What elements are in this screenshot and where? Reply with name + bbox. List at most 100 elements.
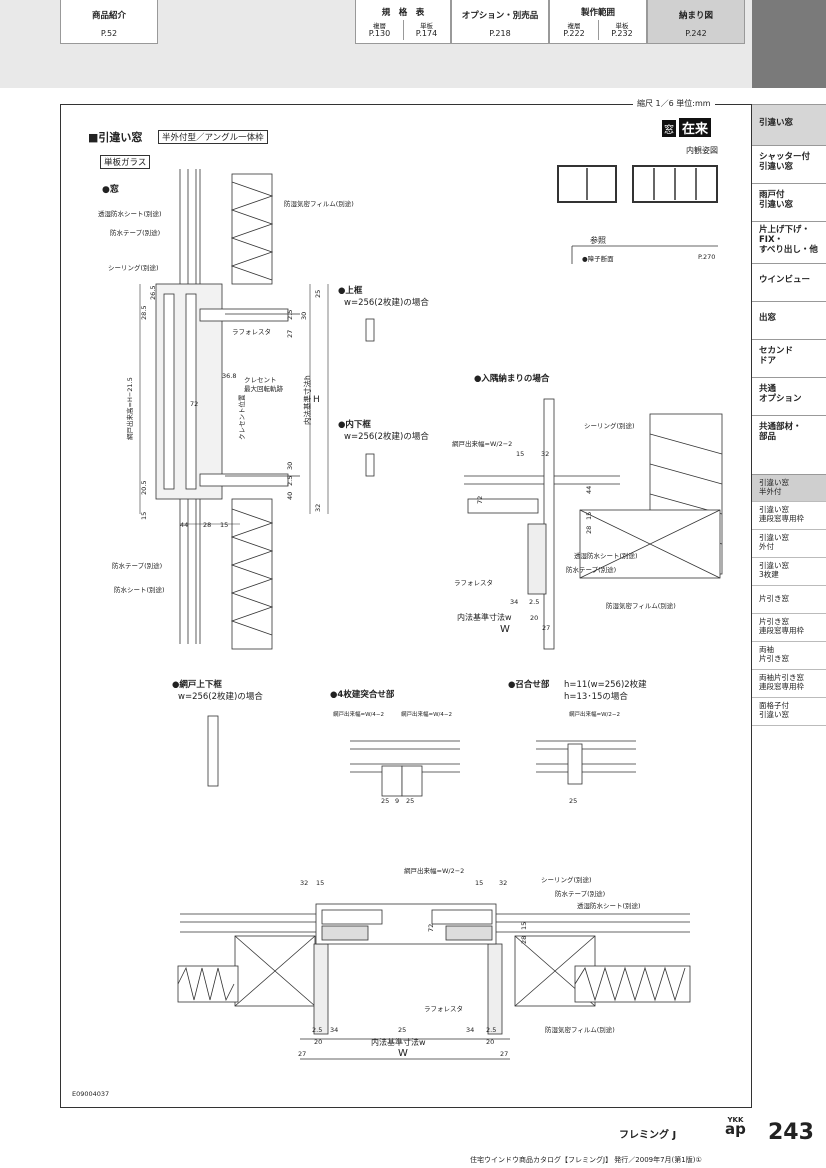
reference-label: 参照 <box>590 236 606 245</box>
publication-note: 住宅ウインドウ商品カタログ【フレミングJ】 発行／2009年7月(第1版)① <box>470 1156 702 1164</box>
screen-frame-cond: w=256(2枚建)の場合 <box>178 692 263 702</box>
corner-dim: 20 <box>530 614 539 622</box>
bottom-dim: 15 <box>316 879 325 887</box>
sidebar-item-shutter-window[interactable]: シャッター付 引違い窓 <box>752 146 826 184</box>
label-sealing: シーリング(別途) <box>108 264 159 272</box>
bottom-dim: 34 <box>466 1026 475 1034</box>
dim: 72 <box>190 400 199 408</box>
corner-dim: 72 <box>476 495 484 504</box>
sidebar-sub-label: 片引き窓 連段窓専用枠 <box>759 617 804 635</box>
bottom-dim: 72 <box>427 923 435 932</box>
page-number: 243 <box>768 1120 814 1145</box>
corner-dim: 15 <box>516 450 525 458</box>
reference-page[interactable]: P.270 <box>698 253 716 261</box>
corner-label-laforesta: ラフォレスタ <box>454 579 493 587</box>
label-screen-height: 網戸出来高=H−21.5 <box>126 377 134 440</box>
label-vapor-film: 防湿気密フィルム(別途) <box>284 200 354 208</box>
sidebar-item-second-door[interactable]: セカンド ドア <box>752 340 826 378</box>
footer-brand: フレミング J <box>619 1130 677 1141</box>
drawing-frame <box>60 104 752 1108</box>
reference-item[interactable]: ●障子断面 <box>582 255 614 263</box>
sidebar-sub-exterior[interactable]: 引違い窓 外付 <box>752 530 826 558</box>
corner-inner-width: 内法基準寸法w <box>457 613 512 622</box>
dim: 15 <box>140 511 148 520</box>
tab-production-range[interactable]: 製作範囲 複層 単板 P.222 P.232 <box>549 0 647 44</box>
tab-sub-double: 複層 <box>567 22 581 30</box>
label-waterproof-tape: 防水テープ(別途) <box>110 229 161 237</box>
bottom-dim: 20 <box>486 1038 495 1046</box>
corner-label-breathable-sheet: 透湿防水シート(別途) <box>574 552 638 560</box>
sidebar-sub-single-slide[interactable]: 片引き窓 <box>752 586 826 614</box>
bottom-dim: 28 <box>520 935 528 944</box>
sidebar-sub-three-panel[interactable]: 引違い窓 3枚建 <box>752 558 826 586</box>
tab-installation-drawings[interactable]: 納まり図 P.242 <box>647 0 745 44</box>
sidebar-nav: 引違い窓 シャッター付 引違い窓 雨戸付 引違い窓 片上げ下げ・ FIX・ すべ… <box>752 104 826 726</box>
dim: 32 <box>314 503 322 512</box>
sidebar-sub-semi-exterior[interactable]: 引違い窓 半外付 <box>752 474 826 502</box>
tab-product-intro[interactable]: 商品紹介 P.52 <box>60 0 158 44</box>
tab-title: 商品紹介 <box>91 11 126 21</box>
dim: 36.8 <box>222 372 237 380</box>
dim: 30 <box>300 311 308 320</box>
sidebar-sub-label: 両袖 片引き窓 <box>759 645 789 663</box>
sidebar-item-bay-window[interactable]: 出窓 <box>752 302 826 340</box>
glass-label-box: 単板ガラス <box>100 155 151 169</box>
bottom-label-waterproof-tape: 防水テープ(別途) <box>555 890 606 898</box>
label-waterproof-tape-2: 防水テープ(別途) <box>112 562 163 570</box>
sidebar-item-sliding-window[interactable]: 引違い窓 <box>752 104 826 146</box>
dim: 15 <box>220 521 229 529</box>
dim: 2.5 <box>286 475 294 486</box>
sidebar-item-label: 片上げ下げ・ FIX・ すべり出し・他 <box>759 225 818 255</box>
sidebar-item-common-parts[interactable]: 共通部材・ 部品 <box>752 416 826 474</box>
sidebar-sub-multi-frame[interactable]: 引違い窓 連段窓専用枠 <box>752 502 826 530</box>
upper-frame-title: ●上框 <box>338 286 363 296</box>
sidebar-sub-label: 引違い窓 3枚建 <box>759 561 789 579</box>
meeting-screen-width: 網戸出来幅=W/2−2 <box>569 712 621 718</box>
inner-lower-title: ●内下框 <box>338 420 371 430</box>
corner-label-sealing: シーリング(別途) <box>584 422 635 430</box>
sidebar-item-label: セカンド ドア <box>759 346 794 366</box>
tab-options[interactable]: オプション・別売品 P.218 <box>451 0 549 44</box>
dim: 30 <box>286 461 294 470</box>
tab-page: P.52 <box>100 29 118 38</box>
sidebar-sub-single-slide-multi[interactable]: 片引き窓 連段窓専用枠 <box>752 614 826 642</box>
four-panel-title: ●4枚建突合せ部 <box>330 690 395 700</box>
tab-page: P.130 <box>368 29 391 38</box>
label-laforesta: ラフォレスタ <box>232 328 271 336</box>
corner-label-waterproof-tape: 防水テープ(別途) <box>566 566 617 574</box>
ykk-ap-logo: YKK ap <box>725 1116 746 1137</box>
document-code: E09004037 <box>72 1090 110 1098</box>
bottom-label-vapor-film: 防湿気密フィルム(別途) <box>545 1026 615 1034</box>
dim: 20.5 <box>140 480 148 495</box>
sidebar-item-common-options[interactable]: 共通 オプション <box>752 378 826 416</box>
bottom-dim: 32 <box>300 879 309 887</box>
bottom-screen-width: 網戸出来幅=W/2−2 <box>404 867 465 875</box>
sidebar-item-label: 雨戸付 引違い窓 <box>759 190 794 210</box>
bottom-dim: 25 <box>398 1026 407 1034</box>
sidebar-item-storm-door-window[interactable]: 雨戸付 引違い窓 <box>752 184 826 222</box>
tab-title: オプション・別売品 <box>461 11 539 21</box>
corner-label-vapor-film: 防湿気密フィルム(別途) <box>606 602 676 610</box>
sidebar-sub-double-sleeve[interactable]: 両袖 片引き窓 <box>752 642 826 670</box>
bottom-dim: 15 <box>520 921 528 930</box>
bottom-label-sealing: シーリング(別途) <box>541 876 592 884</box>
dim: 44 <box>180 521 189 529</box>
label-crescent-position: クレセント位置 <box>238 394 246 441</box>
tab-divider <box>403 20 404 40</box>
sidebar-sub-label: 引違い窓 半外付 <box>759 478 789 496</box>
four-panel-width-2: 網戸出来幅=W/4−2 <box>401 712 453 718</box>
tab-spec-table[interactable]: 規 格 表 複層 単板 P.130 P.174 <box>355 0 451 44</box>
conventional-badge: 在来 <box>679 118 712 137</box>
sidebar-item-single-hung-fix[interactable]: 片上げ下げ・ FIX・ すべり出し・他 <box>752 222 826 264</box>
sidebar-item-winview[interactable]: ウインビュー <box>752 264 826 302</box>
dim: 26.5 <box>149 285 157 300</box>
bottom-dim: 2.5 <box>486 1026 497 1034</box>
tab-page: P.218 <box>489 29 511 38</box>
label-crescent: クレセント <box>244 376 277 384</box>
sidebar-sub-grille-window[interactable]: 面格子付 引違い窓 <box>752 698 826 726</box>
tab-title: 納まり図 <box>678 11 713 21</box>
label-max-rotation: 最大回転軌跡 <box>244 385 283 393</box>
sidebar-sub-double-sleeve-multi[interactable]: 両袖片引き窓 連段窓専用枠 <box>752 670 826 698</box>
interior-view-label: 内観姿図 <box>686 146 718 155</box>
four-panel-dim: 25 <box>381 797 390 805</box>
